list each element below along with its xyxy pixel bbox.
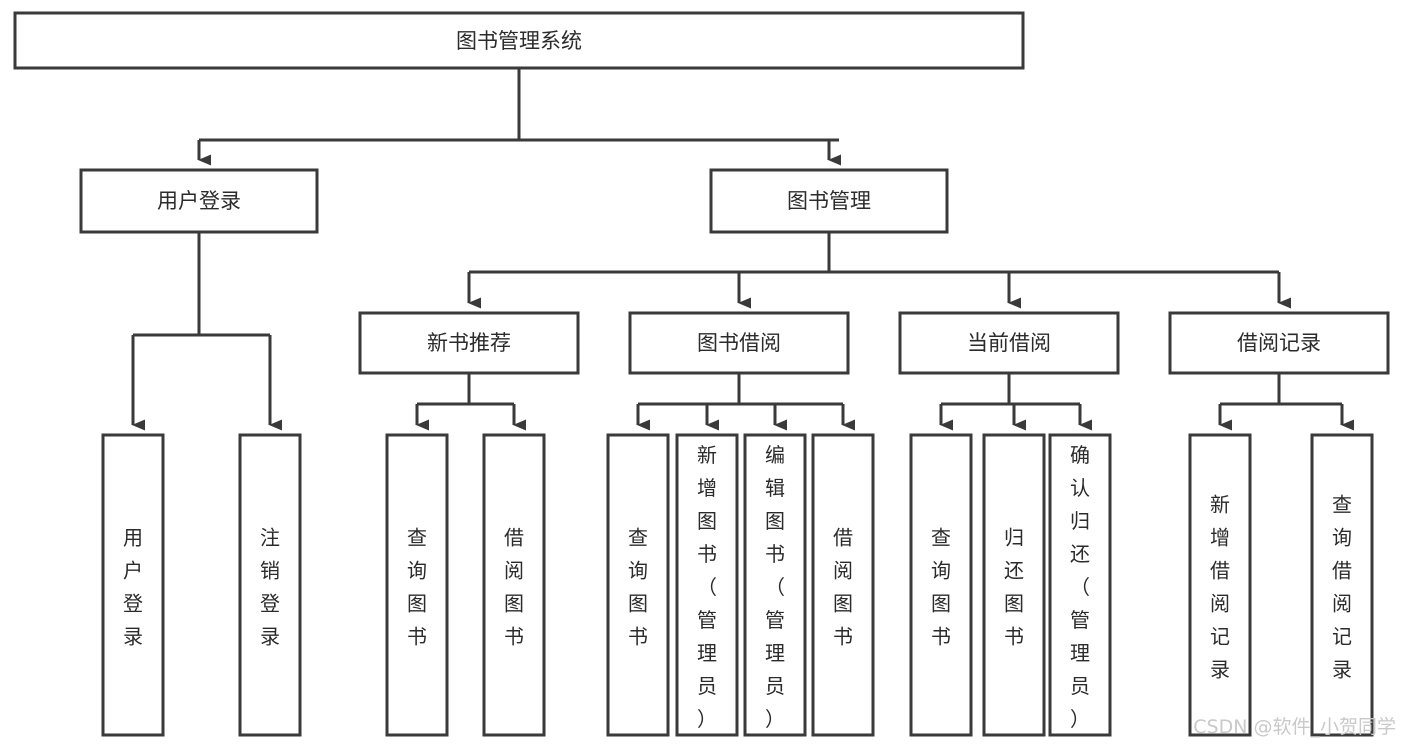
node-leaf-borrow-edit-book-label: 编辑图书（管理员） bbox=[765, 443, 785, 731]
node-leaf-cur-confirm-return-label: 确认归还（管理员） bbox=[1070, 443, 1090, 731]
node-leaf-borrow-borrow-book[interactable]: 借阅图书 bbox=[811, 433, 875, 737]
node-leaf-rec-query-book-label: 查询图书 bbox=[407, 526, 427, 649]
node-leaf-borrow-borrow-book-label: 借阅图书 bbox=[833, 526, 853, 649]
node-user-login-label: 用户登录 bbox=[157, 189, 241, 213]
node-leaf-user-logout-box[interactable] bbox=[238, 433, 302, 737]
node-new-book-rec[interactable]: 新书推荐 bbox=[358, 311, 580, 375]
node-book-borrow[interactable]: 图书借阅 bbox=[628, 311, 850, 375]
node-leaf-rec-add-record-box[interactable] bbox=[1188, 433, 1252, 737]
node-leaf-borrow-add-book-label: 新增图书（管理员） bbox=[697, 443, 717, 731]
node-new-book-rec-label: 新书推荐 bbox=[427, 331, 511, 355]
node-book-borrow-box[interactable] bbox=[628, 311, 850, 375]
node-leaf-rec-borrow-book-label: 借阅图书 bbox=[504, 526, 524, 649]
node-root-box[interactable] bbox=[13, 11, 1025, 70]
node-leaf-cur-query-book-box[interactable] bbox=[909, 433, 973, 737]
node-leaf-borrow-query-book-label: 查询图书 bbox=[628, 526, 648, 649]
node-leaf-rec-borrow-book-box[interactable] bbox=[482, 433, 546, 737]
node-leaf-user-logout[interactable]: 注销登录 bbox=[238, 433, 302, 737]
node-leaf-borrow-edit-book[interactable]: 编辑图书（管理员） bbox=[743, 433, 807, 737]
node-user-login[interactable]: 用户登录 bbox=[79, 168, 319, 234]
node-leaf-borrow-query-book[interactable]: 查询图书 bbox=[606, 433, 670, 737]
node-leaf-cur-return-book-label: 归还图书 bbox=[1004, 526, 1024, 649]
connector-group-book-borrow bbox=[636, 373, 855, 431]
node-leaf-borrow-add-book-box[interactable] bbox=[675, 433, 739, 737]
node-borrow-record-box[interactable] bbox=[1168, 311, 1390, 375]
node-leaf-rec-query-book-box[interactable] bbox=[385, 433, 449, 737]
node-leaf-cur-confirm-return-box[interactable] bbox=[1048, 433, 1112, 737]
node-leaf-rec-query-record-label: 查询借阅记录 bbox=[1332, 493, 1352, 682]
connector-group-book-manage bbox=[467, 232, 1291, 309]
node-leaf-cur-confirm-return[interactable]: 确认归还（管理员） bbox=[1048, 433, 1112, 737]
node-root[interactable]: 图书管理系统 bbox=[13, 11, 1025, 70]
node-leaf-borrow-borrow-book-box[interactable] bbox=[811, 433, 875, 737]
node-leaf-borrow-edit-book-box[interactable] bbox=[743, 433, 807, 737]
node-current-borrow-label: 当前借阅 bbox=[967, 331, 1051, 355]
node-leaf-user-login-label: 用户登录 bbox=[123, 526, 143, 649]
node-leaf-borrow-query-book-box[interactable] bbox=[606, 433, 670, 737]
node-leaf-cur-return-book[interactable]: 归还图书 bbox=[982, 433, 1046, 737]
connector-group-borrow-record bbox=[1218, 373, 1354, 431]
leaf-node-layer: 用户登录 注销登录 查询图书 借阅图书 查询图书 新增图书（管理员） 编辑图书（管理员） 借阅… bbox=[101, 433, 1374, 737]
node-leaf-user-login-box[interactable] bbox=[101, 433, 165, 737]
node-leaf-cur-query-book[interactable]: 查询图书 bbox=[909, 433, 973, 737]
node-book-manage-label: 图书管理 bbox=[787, 189, 871, 213]
connector-group-new-book-rec bbox=[415, 373, 526, 431]
node-new-book-rec-box[interactable] bbox=[358, 311, 580, 375]
node-book-manage[interactable]: 图书管理 bbox=[709, 168, 949, 234]
node-leaf-rec-query-record[interactable]: 查询借阅记录 bbox=[1310, 433, 1374, 737]
node-borrow-record[interactable]: 借阅记录 bbox=[1168, 311, 1390, 375]
node-book-borrow-label: 图书借阅 bbox=[697, 331, 781, 355]
node-current-borrow-box[interactable] bbox=[898, 311, 1120, 375]
node-root-label: 图书管理系统 bbox=[456, 29, 582, 53]
node-current-borrow[interactable]: 当前借阅 bbox=[898, 311, 1120, 375]
node-leaf-user-logout-label: 注销登录 bbox=[260, 526, 280, 649]
node-leaf-cur-return-book-box[interactable] bbox=[982, 433, 1046, 737]
node-leaf-rec-query-record-box[interactable] bbox=[1310, 433, 1374, 737]
node-leaf-cur-query-book-label: 查询图书 bbox=[931, 526, 951, 649]
node-book-manage-box[interactable] bbox=[709, 168, 949, 234]
watermark-label: CSDN @软件_小贺同学 bbox=[1193, 716, 1396, 738]
node-borrow-record-label: 借阅记录 bbox=[1237, 331, 1321, 355]
node-leaf-rec-add-record-label: 新增借阅记录 bbox=[1210, 493, 1230, 682]
node-user-login-box[interactable] bbox=[79, 168, 319, 234]
node-leaf-rec-query-book[interactable]: 查询图书 bbox=[385, 433, 449, 737]
node-leaf-rec-add-record[interactable]: 新增借阅记录 bbox=[1188, 433, 1252, 737]
node-leaf-user-login[interactable]: 用户登录 bbox=[101, 433, 165, 737]
connector-group-root bbox=[197, 68, 841, 166]
node-leaf-rec-borrow-book[interactable]: 借阅图书 bbox=[482, 433, 546, 737]
node-leaf-borrow-add-book[interactable]: 新增图书（管理员） bbox=[675, 433, 739, 737]
connector-group-user-login bbox=[131, 232, 282, 431]
connector-group-current-borrow bbox=[939, 373, 1092, 431]
